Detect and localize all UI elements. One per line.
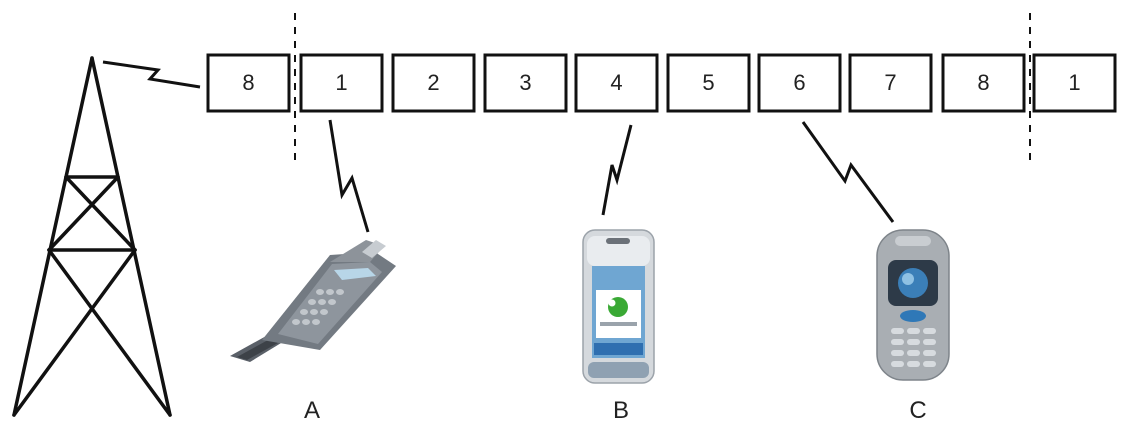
device-a-radio-link bbox=[328, 119, 370, 233]
time-slot: 8 bbox=[941, 53, 1026, 113]
time-slot: 6 bbox=[757, 53, 842, 113]
slot-label: 1 bbox=[1068, 70, 1080, 95]
device-c-radio-link bbox=[801, 121, 895, 223]
time-slot: 8 bbox=[206, 53, 291, 113]
device-label-a: A bbox=[304, 397, 320, 424]
slot-label: 2 bbox=[427, 70, 439, 95]
time-slot: 3 bbox=[483, 53, 568, 113]
device-b-radio-link bbox=[601, 124, 633, 216]
slot-label: 8 bbox=[242, 70, 254, 95]
slot-label: 5 bbox=[702, 70, 714, 95]
time-slot: 4 bbox=[574, 53, 659, 113]
slot-label: 3 bbox=[519, 70, 531, 95]
slot-label: 7 bbox=[884, 70, 896, 95]
cell-tower-icon bbox=[12, 56, 172, 417]
tower-radio-link bbox=[102, 60, 201, 89]
smartphone-icon bbox=[582, 229, 655, 384]
time-slot: 7 bbox=[848, 53, 933, 113]
flip-phone-icon bbox=[230, 240, 396, 362]
slot-label: 1 bbox=[335, 70, 347, 95]
slot-label: 4 bbox=[610, 70, 622, 95]
device-label-c: C bbox=[909, 397, 926, 424]
slot-row: 8 1 2 3 4 5 6 7 bbox=[206, 53, 1117, 113]
time-slot: 1 bbox=[299, 53, 384, 113]
time-slot: 5 bbox=[666, 53, 751, 113]
candybar-phone-icon bbox=[876, 229, 950, 381]
device-label-b: B bbox=[613, 397, 629, 424]
time-slot: 2 bbox=[391, 53, 476, 113]
slot-label: 6 bbox=[793, 70, 805, 95]
slot-label: 8 bbox=[977, 70, 989, 95]
time-slot: 1 bbox=[1032, 53, 1117, 113]
